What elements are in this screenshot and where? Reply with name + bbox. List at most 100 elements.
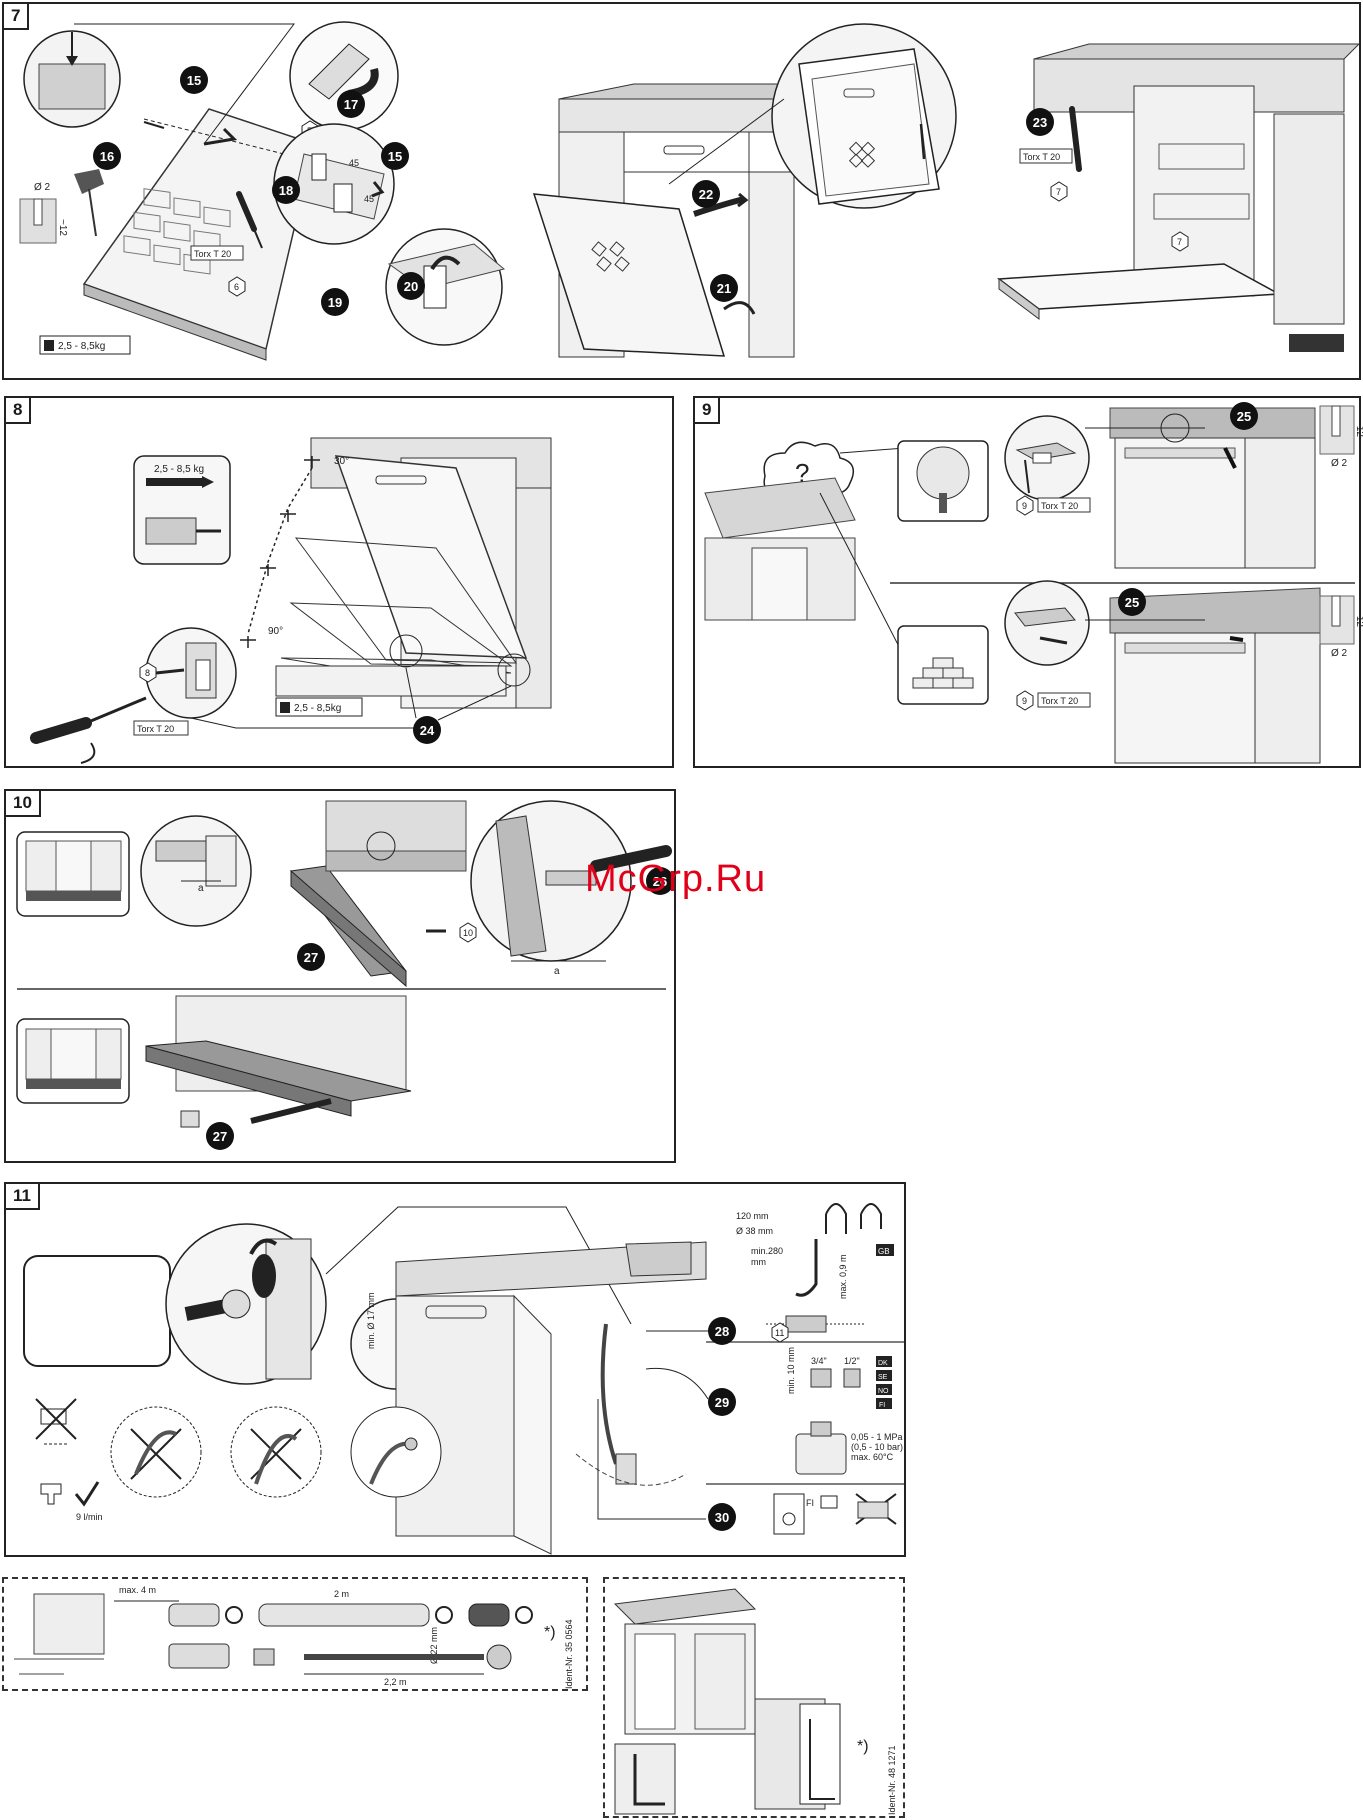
callout-22: 22 — [692, 180, 720, 208]
accessory-side-cover: *) Ident-Nr. 48 1271 — [603, 1577, 905, 1818]
cabinet-9 — [704, 477, 856, 621]
door-edge-detail — [771, 23, 957, 209]
svg-text:3/4": 3/4" — [811, 1356, 827, 1366]
cover-detail-left — [614, 1743, 676, 1815]
panel-7: 7 Ø 2 ~12 — [2, 2, 1361, 380]
weight-tag: 2,5 - 8,5kg — [275, 697, 363, 717]
torx-label: Torx T 20 — [1041, 501, 1078, 511]
svg-text:max. 4 m: max. 4 m — [119, 1585, 156, 1595]
callout-15a: 15 — [180, 66, 208, 94]
torx-label: Torx T 20 — [194, 249, 231, 259]
bracket-detail: 45 45 — [273, 123, 395, 245]
svg-text:45: 45 — [349, 158, 359, 168]
panel-10: 10 a 10 — [4, 789, 676, 1163]
drill-depth-detail: Ø 2 ~12 — [19, 169, 104, 244]
svg-text:15: 15 — [187, 73, 201, 88]
callout-28: 28 — [708, 1317, 736, 1345]
inlet-hose-parts: 2,2 m — [168, 1643, 512, 1687]
svg-text:26: 26 — [653, 874, 667, 889]
weight-range-label: 2,5 - 8,5 kg — [154, 464, 204, 475]
svg-text:29: 29 — [715, 1395, 729, 1410]
callout-19: 19 — [321, 288, 349, 316]
plinth-measure-detail: a — [140, 815, 252, 927]
balance-icons — [240, 456, 320, 648]
callout-25b: 25 — [1118, 588, 1146, 616]
corner-detail-circle — [23, 30, 121, 128]
hex-8: 8 — [139, 662, 157, 683]
hex-10: 10 — [459, 922, 477, 943]
panel-8: 8 2,5 - 8,5 kg — [4, 396, 674, 768]
svg-text:28: 28 — [715, 1324, 729, 1339]
svg-text:min.280: min.280 — [751, 1246, 783, 1256]
svg-text:max. 0,9 m: max. 0,9 m — [838, 1254, 848, 1299]
callout-16: 16 — [93, 142, 121, 170]
svg-text:21: 21 — [717, 281, 731, 296]
accessory-hose-extension: max. 4 m 2 m Ø 22 mm 2,2 m *) Ident-Nr. … — [2, 1577, 588, 1691]
svg-text:min. Ø 17 mm: min. Ø 17 mm — [366, 1292, 376, 1349]
svg-text:Ø 22 mm: Ø 22 mm — [429, 1627, 439, 1664]
callout-24: 24 — [413, 716, 441, 744]
plinth-thumbnail-upper — [16, 831, 130, 917]
svg-text:min. 10 mm: min. 10 mm — [786, 1347, 796, 1394]
cover-detail-right — [754, 1698, 841, 1810]
svg-text:6: 6 — [234, 282, 239, 292]
door-swing-positions — [275, 455, 528, 697]
panel-number: 10 — [6, 791, 41, 817]
svg-text:*): *) — [544, 1624, 556, 1641]
torx-label: Torx T 20 — [1023, 152, 1060, 162]
svg-text:2,5 - 8,5kg: 2,5 - 8,5kg — [294, 703, 341, 714]
svg-text:120 mm: 120 mm — [736, 1211, 769, 1221]
svg-text:DK: DK — [878, 1360, 888, 1367]
plinth-board — [290, 865, 407, 988]
wood-worktop-icon — [897, 440, 989, 522]
hex-9b: 9 — [1016, 690, 1034, 711]
torx-label: Torx T 20 — [1041, 696, 1078, 706]
panel-number: 9 — [695, 398, 721, 424]
svg-text:9: 9 — [1022, 696, 1027, 706]
svg-text:~12: ~12 — [1354, 610, 1363, 627]
screw-fix-detail: a — [470, 800, 672, 977]
dishwasher-open-right — [996, 43, 1361, 352]
svg-text:NO: NO — [878, 1388, 889, 1395]
drain-hose-parts: 2 m Ø 22 mm — [168, 1589, 533, 1664]
angle-90-label: 90° — [268, 626, 283, 637]
svg-text:7: 7 — [1056, 187, 1061, 197]
svg-text:Ident-Nr. 35 0564: Ident-Nr. 35 0564 — [564, 1619, 574, 1689]
svg-text:22: 22 — [699, 187, 713, 202]
panel-number: 8 — [6, 398, 32, 424]
hex-6: 6 — [228, 276, 246, 297]
callout-27b: 27 — [206, 1122, 234, 1150]
weight-tag: 2,5 - 8,5kg — [39, 335, 131, 355]
panel-number: 7 — [4, 4, 30, 30]
svg-text:2 m: 2 m — [334, 1589, 349, 1599]
svg-text:Ø 2: Ø 2 — [1331, 648, 1348, 659]
hex-7a: 7 — [1050, 181, 1068, 202]
svg-text:FI: FI — [879, 1402, 885, 1409]
stone-worktop-icon — [897, 625, 989, 705]
panel-number: 11 — [6, 1184, 40, 1210]
svg-text:20: 20 — [404, 279, 418, 294]
svg-text:15: 15 — [388, 149, 402, 164]
flow-rate-label: 9 l/min — [76, 1512, 103, 1522]
callout-15b: 15 — [381, 142, 409, 170]
callout-27a: 27 — [297, 943, 325, 971]
question-mark: ? — [795, 458, 809, 488]
no-valve-icon — [35, 1398, 77, 1445]
country-badges: DK SE NO FI — [876, 1356, 892, 1409]
weight-label: 2,5 - 8,5kg — [58, 341, 105, 352]
svg-text:7: 7 — [1177, 237, 1182, 247]
svg-text:0,05 - 1 MPa: 0,05 - 1 MPa — [851, 1432, 903, 1442]
angle-30-label: 30° — [334, 456, 349, 467]
adhesive-tape-detail — [289, 21, 399, 131]
dia-label: Ø 2 — [34, 182, 51, 193]
drain-spec-column: 120 mm Ø 38 mm min.280 mm max. 0,9 m GB … — [706, 1203, 904, 1535]
panel-8-illustration: 2,5 - 8,5 kg 30° — [30, 437, 552, 764]
svg-text:Ø 38 mm: Ø 38 mm — [736, 1226, 773, 1236]
svg-text:8: 8 — [145, 668, 150, 678]
panel-9-illustration: ? — [704, 402, 1363, 764]
svg-text:FI: FI — [806, 1498, 814, 1508]
svg-text:18: 18 — [279, 183, 293, 198]
no-kink-icon-1 — [110, 1406, 202, 1498]
hex-9a: 9 — [1016, 495, 1034, 516]
panel-10-illustration: a 10 a — [16, 800, 674, 1150]
